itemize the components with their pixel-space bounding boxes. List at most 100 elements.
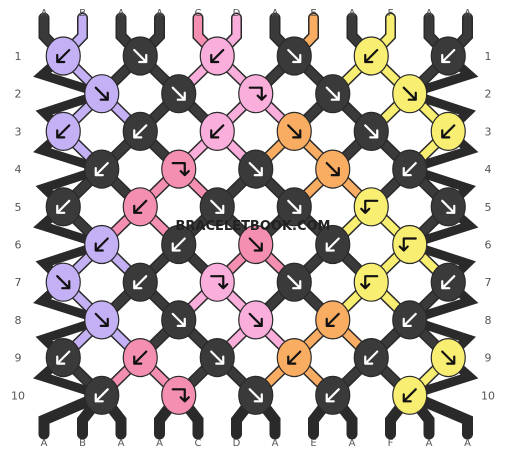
- knot-arrow-icon: [441, 124, 456, 139]
- row-label-left: 4: [15, 163, 22, 176]
- row-label-left: 5: [15, 201, 22, 214]
- knot: [238, 74, 274, 114]
- knot-body: [238, 74, 274, 114]
- knot: [430, 36, 466, 76]
- knot-arrow-icon: [287, 199, 302, 214]
- knot: [430, 262, 466, 302]
- knot-arrow-icon: [441, 199, 456, 214]
- strand-label-bottom: A: [156, 438, 163, 449]
- knot-arrow-icon: [364, 124, 379, 139]
- strand-label-top: B: [79, 8, 86, 19]
- knot: [84, 375, 120, 415]
- row-label-left: 9: [15, 352, 22, 365]
- knot: [392, 224, 428, 265]
- knot-arrow-icon: [402, 388, 417, 403]
- knot: [161, 149, 197, 189]
- knot: [45, 36, 81, 76]
- knot-arrow-icon: [94, 312, 109, 327]
- knot-arrow-icon: [248, 237, 263, 252]
- knot-arrow-icon: [398, 237, 417, 252]
- knot: [353, 338, 389, 378]
- row-label-right: 3: [485, 125, 492, 138]
- knot: [161, 375, 197, 415]
- strand-label-bottom: A: [272, 438, 279, 449]
- row-label-right: 2: [485, 88, 492, 101]
- knot-arrow-icon: [94, 388, 109, 403]
- watermark-text: BRACELETBOOK.COM: [176, 219, 331, 234]
- knot-arrow-icon: [402, 162, 417, 177]
- knot: [122, 111, 158, 151]
- knot-arrow-icon: [360, 199, 379, 214]
- knot: [45, 187, 81, 227]
- knot: [276, 111, 312, 151]
- knot: [45, 262, 81, 302]
- knot: [122, 338, 158, 378]
- knot-arrow-icon: [287, 350, 302, 365]
- knot: [199, 36, 235, 76]
- knot-arrow-icon: [56, 48, 71, 64]
- knot-arrow-icon: [210, 275, 229, 290]
- strand-label-top: A: [426, 8, 433, 19]
- strand-label-bottom: D: [233, 438, 241, 449]
- row-label-right: 5: [485, 201, 492, 214]
- strand-label-bottom: A: [118, 438, 125, 449]
- strand-label-bottom: E: [310, 438, 316, 449]
- knot: [84, 300, 120, 340]
- knot: [276, 187, 312, 227]
- row-label-right: 4: [485, 163, 492, 176]
- knot-arrow-icon: [248, 86, 267, 101]
- knot-arrow-icon: [325, 162, 340, 177]
- knot: [238, 149, 274, 189]
- bottom-strand-outline: [38, 389, 108, 440]
- knot-arrow-icon: [248, 312, 263, 327]
- strand-label-top: A: [118, 8, 125, 19]
- knot: [276, 262, 312, 302]
- knot-body: [392, 224, 428, 265]
- knot: [315, 224, 351, 265]
- knot: [199, 338, 235, 378]
- row-label-left: 7: [15, 276, 22, 289]
- strand-label-bottom: B: [79, 438, 86, 449]
- strand-label-top: A: [272, 8, 279, 19]
- knot: [161, 74, 197, 114]
- row-label-left: 6: [15, 239, 22, 252]
- knot-body: [353, 262, 389, 302]
- row-label-right: 9: [485, 352, 492, 365]
- knot: [315, 375, 351, 415]
- knot: [392, 74, 428, 114]
- row-label-left: 10: [11, 389, 25, 402]
- knot-arrow-icon: [441, 275, 456, 290]
- knot-arrow-icon: [94, 86, 109, 101]
- row-label-right: 7: [485, 276, 492, 289]
- knot: [84, 224, 120, 265]
- knot-arrow-icon: [210, 124, 225, 139]
- knot-arrow-icon: [171, 237, 186, 252]
- knot: [122, 36, 158, 76]
- knot-arrow-icon: [441, 48, 456, 64]
- strand-label-top: A: [156, 8, 163, 19]
- knot: [122, 262, 158, 302]
- knot: [238, 300, 274, 340]
- knot-arrow-icon: [364, 350, 379, 365]
- strand-label-top: D: [233, 8, 241, 19]
- knot: [353, 36, 389, 76]
- knot-arrow-icon: [287, 48, 302, 64]
- knot-body: [161, 375, 197, 415]
- knot: [353, 187, 389, 227]
- knot-arrow-icon: [171, 312, 186, 327]
- strand-label-bottom: C: [195, 438, 202, 449]
- knot: [84, 74, 120, 114]
- knot-arrow-icon: [325, 237, 340, 252]
- strand-label-bottom: A: [464, 438, 471, 449]
- knot-body: [199, 262, 235, 302]
- knot-arrow-icon: [133, 48, 148, 64]
- row-label-right: 8: [485, 314, 492, 327]
- knot: [430, 111, 466, 151]
- row-label-left: 2: [15, 88, 22, 101]
- knot: [199, 111, 235, 151]
- knot: [392, 375, 428, 415]
- knot-arrow-icon: [360, 275, 379, 290]
- row-label-left: 1: [15, 50, 22, 63]
- knot: [430, 187, 466, 227]
